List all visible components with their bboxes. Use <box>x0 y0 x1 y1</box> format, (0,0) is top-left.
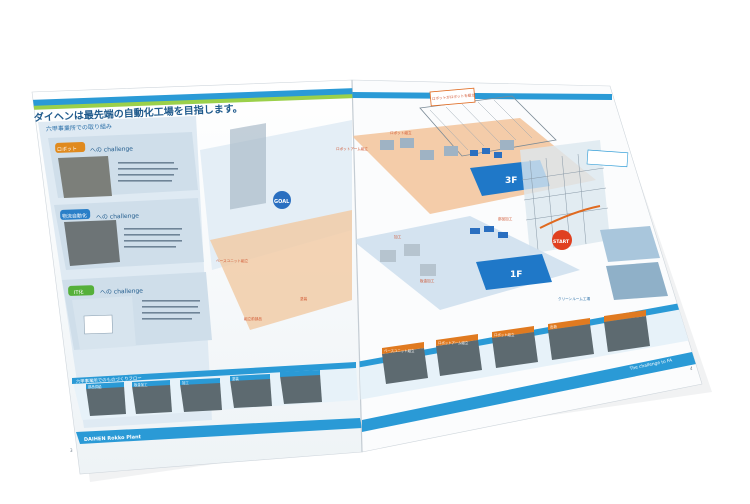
challenge-1-title: への challenge <box>90 145 134 154</box>
challenge-1-badge: ロボット <box>57 145 77 153</box>
right-header-stripe <box>352 92 612 100</box>
callout-5: 板金加工 <box>420 278 435 283</box>
callout-9: クリーンルーム工場 <box>558 296 590 301</box>
floor-1f-label: 1F <box>510 270 522 280</box>
cleanroom-photo-1 <box>600 226 660 262</box>
floor-3f-label: 3F <box>505 176 517 186</box>
flow-photos-right <box>382 316 650 384</box>
flow-step-5: ロボットアーム組立 <box>438 340 469 345</box>
callout-0: ロボットがロボットを組立 <box>432 92 476 101</box>
storage-tower <box>520 140 610 254</box>
flow-step-4: ベースユニット組立 <box>384 348 415 353</box>
flow-step-6: ロボット組立 <box>494 332 515 337</box>
pallets-3f <box>470 148 502 158</box>
header-stripe-green <box>32 94 356 110</box>
building-frame-top <box>419 95 557 157</box>
flow-arrow-start <box>539 205 601 229</box>
equipment-3f <box>380 138 514 160</box>
footer-bar-right <box>362 352 696 432</box>
callout-4: 加工 <box>394 234 402 239</box>
challenge-text-lines <box>118 162 200 320</box>
footer-left-title: DAIHEN Rokko Plant <box>84 434 142 443</box>
flow-photos-left <box>86 374 322 416</box>
building-grid <box>429 99 533 151</box>
right-info-box <box>586 149 629 168</box>
photo-robot-line <box>58 156 112 198</box>
flow-step-headers-left <box>86 370 320 389</box>
flow-step-headers-right <box>382 310 646 354</box>
flow-step-0: 部品供給 <box>88 384 102 389</box>
callout-8: 組立前部品 <box>244 316 262 321</box>
section-title: 六甲事業所での取り組み <box>46 122 112 133</box>
badge-logistics <box>60 209 91 220</box>
callout-2: ロボットアーム組立 <box>336 146 368 151</box>
goal-marker <box>273 191 291 209</box>
floor-1f <box>352 216 580 310</box>
callout-1: ロボット組立 <box>390 130 412 135</box>
machines-1f <box>380 244 436 276</box>
flow-step-3: 塗装 <box>232 376 239 381</box>
page-number-right: 4 <box>690 366 693 371</box>
photo-agv <box>64 220 120 266</box>
containers-1f <box>470 226 508 238</box>
start-marker <box>552 230 572 250</box>
callout-3: ベースユニット組立 <box>216 258 249 263</box>
flow-title-bar <box>72 362 356 384</box>
challenge-3-title: への challenge <box>100 287 144 296</box>
challenge-3-badge: IT化 <box>74 289 84 296</box>
goal-label: GOAL <box>274 199 290 205</box>
flow-step-1: 板金加工 <box>134 382 148 387</box>
badge-robot <box>55 142 86 153</box>
cleanroom-photo-2 <box>606 262 668 300</box>
flow-step-2: 加工 <box>182 380 189 385</box>
callout-6: 部品加工 <box>498 216 513 221</box>
flow-title: 六甲事業所でのものづくりフロー <box>76 374 142 385</box>
tower-grid <box>521 153 609 251</box>
rack-left <box>230 123 266 210</box>
tablet-screen <box>83 314 113 335</box>
badge-it <box>68 285 95 296</box>
callout-robot-assembles-robot <box>429 87 476 107</box>
factory-floor-left <box>210 210 352 330</box>
page-number-left: 3 <box>70 448 73 453</box>
challenge-2-title: への challenge <box>96 212 140 221</box>
challenge-2-badge: 物流自動化 <box>62 212 87 220</box>
floor-1f-label-box <box>476 254 552 290</box>
callout-7: 塗装 <box>300 296 308 301</box>
flow-step-7: 出荷 <box>550 324 557 329</box>
footer-bar-left <box>76 418 362 444</box>
start-label: START <box>553 239 570 245</box>
